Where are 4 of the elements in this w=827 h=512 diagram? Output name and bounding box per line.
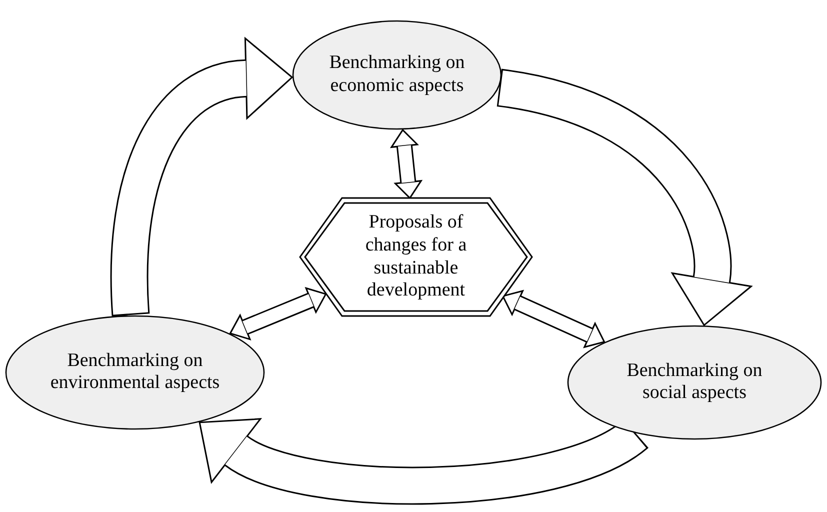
node-text: Proposals of changes for a sustainable development (364, 211, 468, 303)
node-text: Benchmarking on environmental aspects (49, 350, 221, 396)
node-text: Benchmarking on social aspects (626, 360, 764, 406)
node-text: Benchmarking on economic aspects (328, 52, 466, 98)
